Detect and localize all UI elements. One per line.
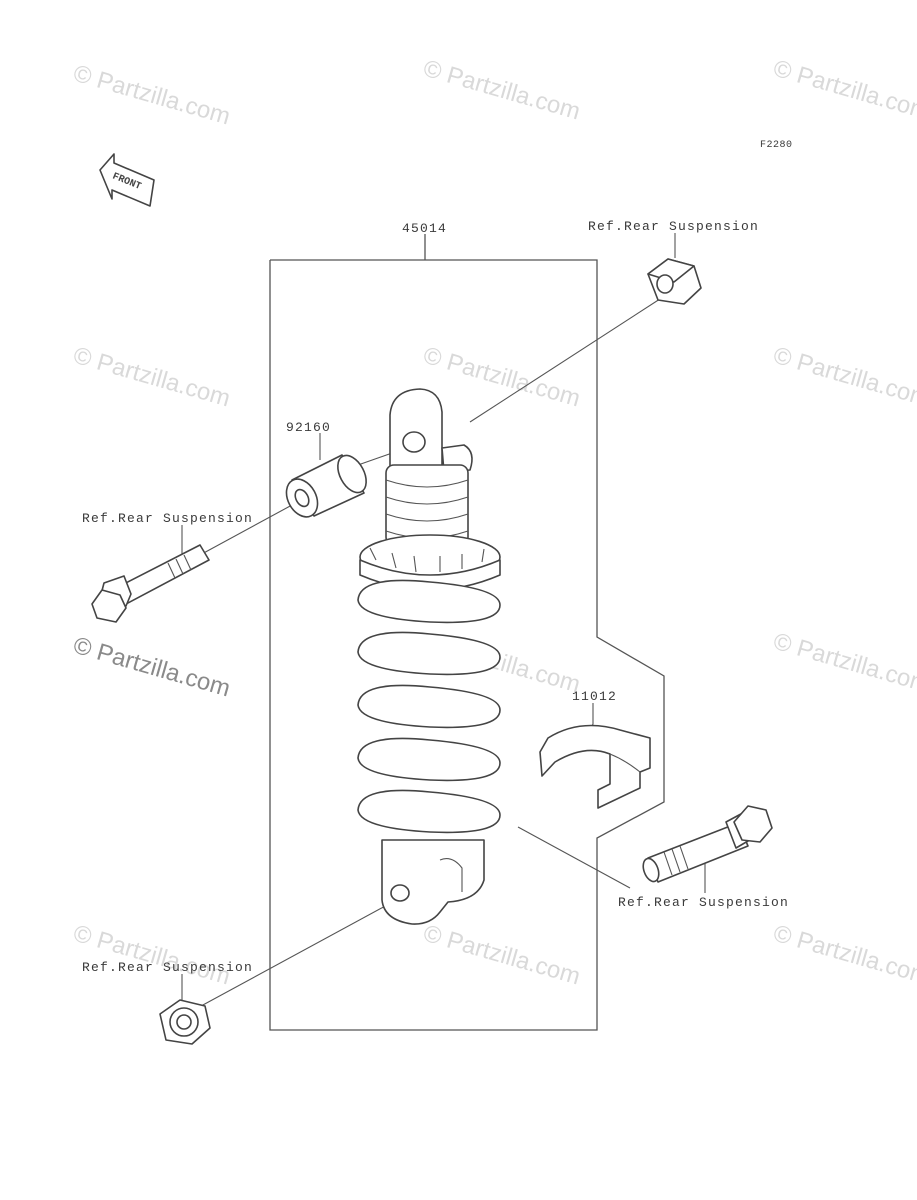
left-bolt — [91, 544, 210, 623]
watermark: © Partzilla.com — [70, 60, 233, 131]
clamp — [539, 724, 651, 809]
leader-lines — [181, 233, 706, 1013]
callout-92160[interactable]: 92160 — [286, 420, 331, 435]
watermark: © Partzilla.com — [70, 920, 233, 991]
watermark: © Partzilla.com — [420, 55, 583, 126]
collar — [285, 454, 367, 518]
callout-ref-right-bolt[interactable]: Ref.Rear Suspension — [618, 895, 789, 910]
front-arrow-icon: FRONT — [99, 153, 155, 207]
callout-ref-top-nut[interactable]: Ref.Rear Suspension — [588, 219, 759, 234]
assembly-bracket — [269, 234, 665, 1031]
callout-ref-bottom-nut[interactable]: Ref.Rear Suspension — [82, 960, 253, 975]
watermark: © Partzilla.com — [70, 632, 233, 703]
diagram-code: F2280 — [760, 140, 793, 151]
callout-45014[interactable]: 45014 — [402, 221, 447, 236]
watermark: © Partzilla.com — [770, 55, 917, 126]
callout-ref-left-bolt[interactable]: Ref.Rear Suspension — [82, 511, 253, 526]
watermark: © Partzilla.com — [770, 628, 917, 699]
top-nut — [647, 258, 702, 305]
watermark: © Partzilla.com — [770, 920, 917, 991]
watermark: © Partzilla.com — [770, 342, 917, 413]
callout-11012[interactable]: 11012 — [572, 689, 617, 704]
shock-absorber — [357, 388, 501, 925]
watermark: © Partzilla.com — [70, 342, 233, 413]
bottom-nut — [159, 999, 211, 1045]
right-bolt — [642, 805, 773, 883]
watermark: © Partzilla.com — [420, 920, 583, 991]
